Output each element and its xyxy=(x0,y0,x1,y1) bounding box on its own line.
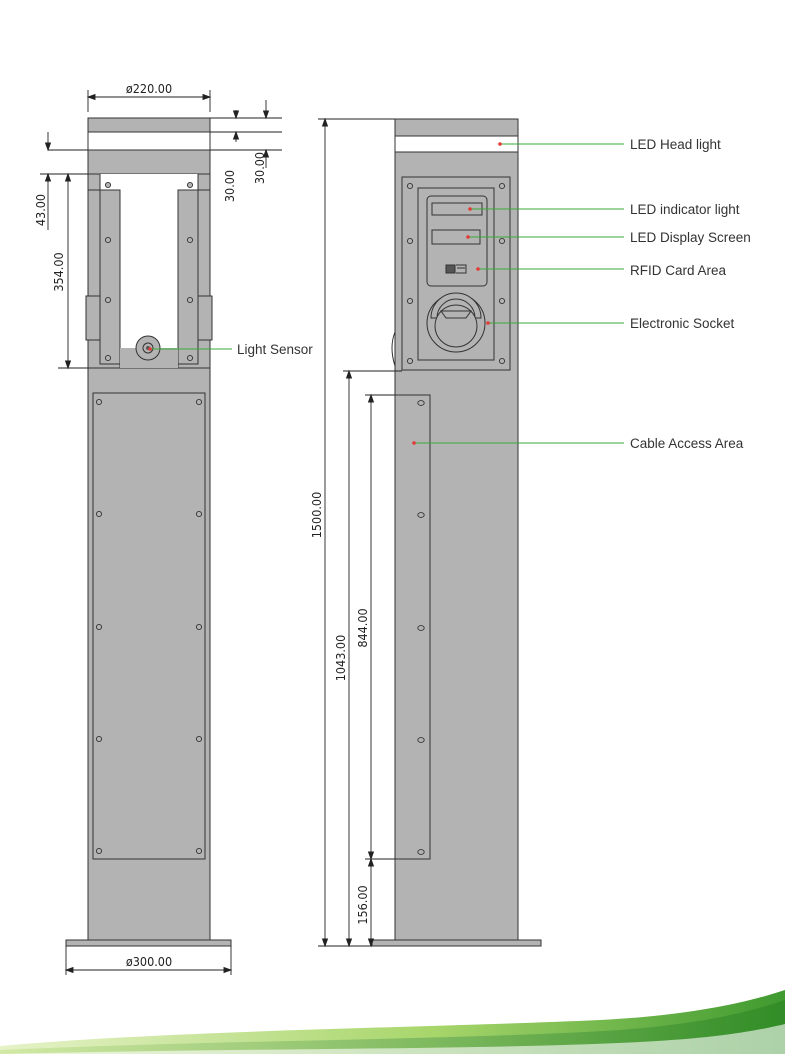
label-light-sensor: Light Sensor xyxy=(237,342,313,357)
front-head-light xyxy=(87,131,211,151)
bolt-icon xyxy=(195,398,203,406)
bolt-icon xyxy=(498,357,506,365)
callouts xyxy=(414,143,624,444)
bolt-icon xyxy=(417,512,425,518)
front-head-band xyxy=(87,117,211,133)
label-rfid-card-area: RFID Card Area xyxy=(630,263,727,278)
bolt-icon xyxy=(195,847,203,855)
label-led-indicator-light: LED indicator light xyxy=(630,202,740,217)
bolt-icon xyxy=(498,182,506,190)
bolt-icon xyxy=(417,849,425,855)
dim-base-diameter: ø300.00 xyxy=(126,954,172,969)
dim-upper-section: 354.00 xyxy=(51,252,66,291)
bolt-icon xyxy=(498,297,506,305)
bolt-icon xyxy=(186,236,194,244)
bolt-icon xyxy=(417,625,425,631)
front-view xyxy=(65,117,232,947)
dim-top-diameter: ø220.00 xyxy=(126,81,172,96)
label-cable-access-area: Cable Access Area xyxy=(630,436,744,451)
bolt-icon xyxy=(104,236,112,244)
bolt-icon xyxy=(406,357,414,365)
side-view xyxy=(371,118,542,947)
side-dimensions xyxy=(318,117,402,948)
bolt-icon xyxy=(104,296,112,304)
bolt-icon xyxy=(104,181,112,189)
front-dimensions xyxy=(40,90,282,975)
callout-dots xyxy=(412,142,502,445)
dim-base-offset: 156.00 xyxy=(355,885,370,924)
bolt-icon xyxy=(186,296,194,304)
label-led-display-screen: LED Display Screen xyxy=(630,230,751,245)
rfid-card-icon xyxy=(445,264,467,274)
label-led-head-light: LED Head light xyxy=(630,137,721,152)
bolt-icon xyxy=(406,237,414,245)
front-head-body xyxy=(87,149,211,175)
side-cable-access-panel xyxy=(394,394,431,860)
bolt-icon xyxy=(406,182,414,190)
bolt-icon xyxy=(195,623,203,631)
bolt-icon xyxy=(95,623,103,631)
light-sensor-callout-dot xyxy=(148,347,152,351)
dim-head-height-a: 30.00 xyxy=(222,170,237,202)
bolt-icon xyxy=(498,237,506,245)
footer-wave xyxy=(0,990,785,1054)
bolt-icon xyxy=(95,847,103,855)
dim-top-offset: 43.00 xyxy=(33,194,48,226)
front-left-bracket xyxy=(85,295,101,341)
bolt-icon xyxy=(186,354,194,362)
bolt-icon xyxy=(95,398,103,406)
bolt-icon xyxy=(195,735,203,743)
bolt-icon xyxy=(406,297,414,305)
bolt-icon xyxy=(186,181,194,189)
front-right-bracket xyxy=(197,295,213,341)
dim-total-height: 1500.00 xyxy=(309,492,324,539)
dim-access-height: 844.00 xyxy=(355,608,370,647)
label-electronic-socket: Electronic Socket xyxy=(630,316,735,331)
dim-lower-height: 1043.00 xyxy=(333,635,348,682)
front-base-plate xyxy=(65,939,232,947)
bolt-icon xyxy=(417,400,425,406)
dim-head-height-b: 30.00 xyxy=(252,152,267,184)
side-base-plate xyxy=(371,939,542,947)
side-bolts xyxy=(406,182,506,855)
bolt-icon xyxy=(104,354,112,362)
bolt-icon xyxy=(417,737,425,743)
bolt-icon xyxy=(195,510,203,518)
bolt-icon xyxy=(95,510,103,518)
front-access-panel xyxy=(92,392,206,860)
bolt-icon xyxy=(95,735,103,743)
front-bolts xyxy=(95,181,203,855)
